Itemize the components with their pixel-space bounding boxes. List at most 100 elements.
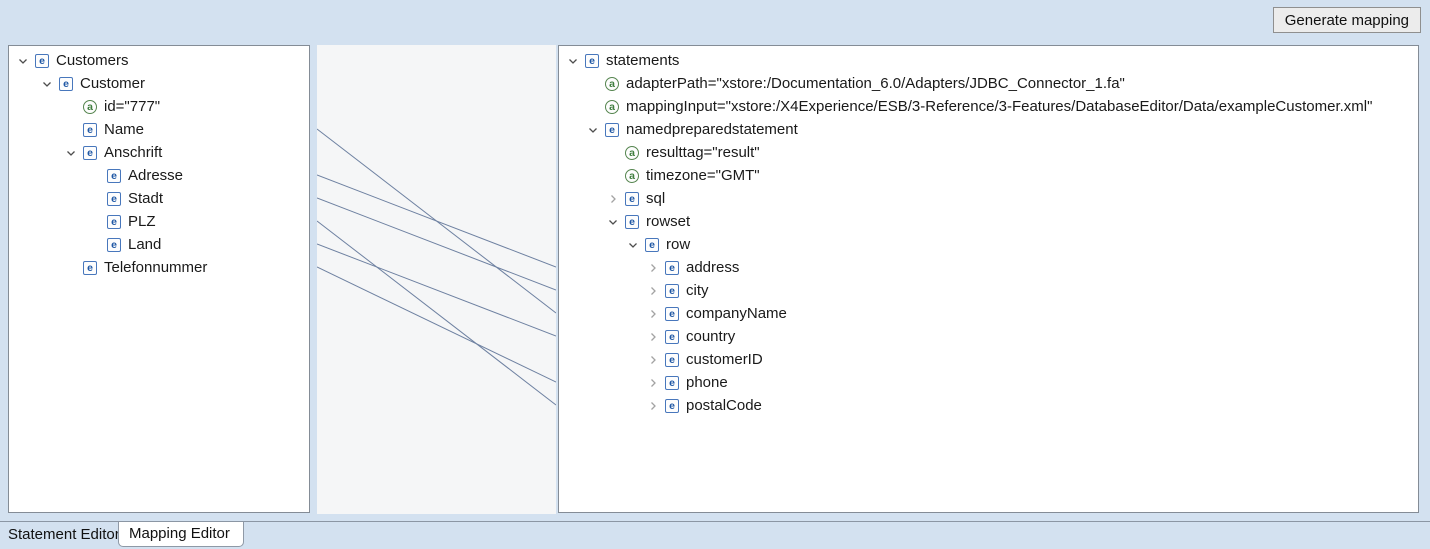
target-node-label: city <box>686 282 709 299</box>
xml-element-icon: e <box>107 168 121 183</box>
mapping-line-land-to-country[interactable] <box>317 243 556 337</box>
source-node-label: Customers <box>56 52 129 69</box>
tab-statement-editor[interactable]: Statement Editor <box>0 523 131 547</box>
chevron-right-icon[interactable] <box>645 352 661 368</box>
chevron-down-icon[interactable] <box>565 53 581 69</box>
chevron-right-icon[interactable] <box>605 191 621 207</box>
target-node-timezone-gmt[interactable]: a timezone="GMT" <box>559 164 1418 187</box>
xml-element-icon: e <box>83 122 97 137</box>
toggle-spacer <box>63 99 79 115</box>
mapping-line-stadt-to-city[interactable] <box>317 197 556 291</box>
tabbar-separator <box>0 521 1430 522</box>
source-node-customers[interactable]: e Customers <box>9 49 309 72</box>
source-node-label: Anschrift <box>104 144 163 161</box>
xml-element-icon: e <box>645 237 659 252</box>
xml-attribute-icon: a <box>625 145 639 160</box>
source-node-label: Adresse <box>128 167 184 184</box>
xml-element-icon: e <box>83 260 97 275</box>
mapping-canvas[interactable] <box>317 45 556 514</box>
chevron-right-icon[interactable] <box>645 283 661 299</box>
xml-element-icon: e <box>585 53 599 68</box>
generate-mapping-button[interactable]: Generate mapping <box>1272 7 1421 33</box>
chevron-down-icon[interactable] <box>39 76 55 92</box>
toggle-spacer <box>87 237 103 253</box>
chevron-down-icon[interactable] <box>63 145 79 161</box>
chevron-right-icon[interactable] <box>645 375 661 391</box>
xml-element-icon: e <box>625 214 639 229</box>
xml-element-icon: e <box>83 145 97 160</box>
source-node-label: Telefonnummer <box>104 259 208 276</box>
target-node-label: phone <box>686 374 728 391</box>
target-node-label: adapterPath="xstore:/Documentation_6.0/A… <box>626 75 1125 92</box>
target-node-namedpreparedstatement[interactable]: e namedpreparedstatement <box>559 118 1418 141</box>
tab-mapping-editor[interactable]: Mapping Editor <box>118 522 244 547</box>
editor-tabbar: Statement Editor Mapping Editor <box>0 522 1430 549</box>
target-node-label: rowset <box>646 213 691 230</box>
target-node-resulttag-result[interactable]: a resulttag="result" <box>559 141 1418 164</box>
xml-element-icon: e <box>665 398 679 413</box>
toggle-spacer <box>605 168 621 184</box>
xml-element-icon: e <box>665 283 679 298</box>
chevron-down-icon[interactable] <box>605 214 621 230</box>
mapping-line-telefonnummer-to-phone[interactable] <box>317 266 556 383</box>
target-node-label: timezone="GMT" <box>646 167 760 184</box>
chevron-right-icon[interactable] <box>645 260 661 276</box>
target-node-label: address <box>686 259 740 276</box>
chevron-down-icon[interactable] <box>15 53 31 69</box>
toggle-spacer <box>63 122 79 138</box>
source-node-label: PLZ <box>128 213 156 230</box>
source-node-telefonnummer[interactable]: e Telefonnummer <box>9 256 309 279</box>
source-node-label: Land <box>128 236 162 253</box>
target-node-label: namedpreparedstatement <box>626 121 798 138</box>
xml-element-icon: e <box>665 352 679 367</box>
source-node-label: Name <box>104 121 145 138</box>
xml-attribute-icon: a <box>625 168 639 183</box>
xml-element-icon: e <box>59 76 73 91</box>
xml-attribute-icon: a <box>605 99 619 114</box>
xml-attribute-icon: a <box>83 99 97 114</box>
chevron-down-icon[interactable] <box>625 237 641 253</box>
target-node-label: sql <box>646 190 666 207</box>
xml-element-icon: e <box>605 122 619 137</box>
source-node-customer[interactable]: e Customer <box>9 72 309 95</box>
toggle-spacer <box>63 260 79 276</box>
mapping-lines-layer <box>317 128 556 406</box>
chevron-right-icon[interactable] <box>645 398 661 414</box>
chevron-right-icon[interactable] <box>645 306 661 322</box>
target-node-label: companyName <box>686 305 787 322</box>
source-node-name[interactable]: e Name <box>9 118 309 141</box>
source-node-label: Customer <box>80 75 146 92</box>
source-node-anschrift[interactable]: e Anschrift <box>9 141 309 164</box>
mapping-line-adresse-to-address[interactable] <box>317 174 556 268</box>
xml-element-icon: e <box>625 191 639 206</box>
target-node-label: row <box>666 236 691 253</box>
xml-element-icon: e <box>665 375 679 390</box>
chevron-right-icon[interactable] <box>645 329 661 345</box>
target-node-label: resulttag="result" <box>646 144 760 161</box>
source-node-label: Stadt <box>128 190 164 207</box>
mapping-line-plz-to-postalcode[interactable] <box>317 220 556 406</box>
xml-element-icon: e <box>35 53 49 68</box>
xml-element-icon: e <box>665 329 679 344</box>
source-node-adresse[interactable]: e Adresse <box>9 164 309 187</box>
chevron-down-icon[interactable] <box>585 122 601 138</box>
